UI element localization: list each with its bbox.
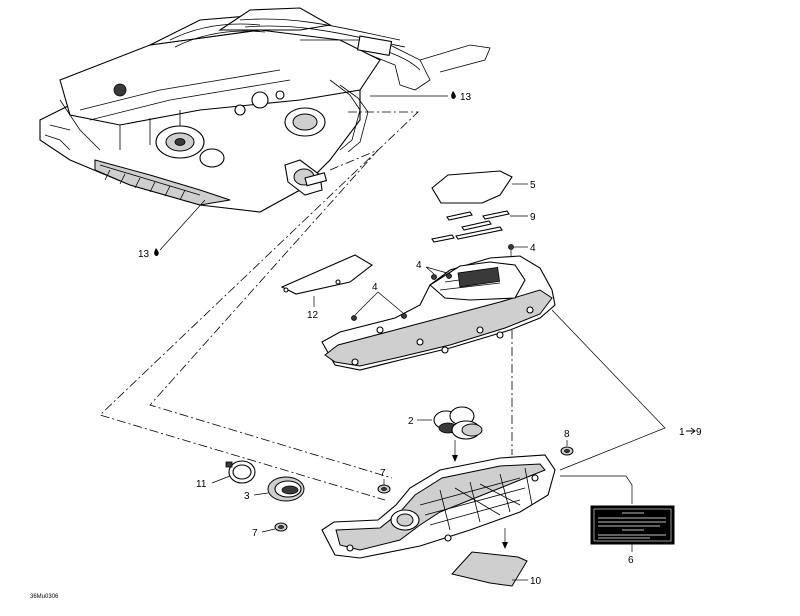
callout-1: 1 bbox=[679, 427, 685, 438]
callout-13a: 13 bbox=[460, 92, 472, 103]
part-7-nuts: 7 7 bbox=[252, 468, 391, 539]
belly-pan bbox=[321, 454, 556, 559]
callout-10: 10 bbox=[530, 576, 542, 587]
callout-9: 9 bbox=[530, 212, 536, 223]
callout-6: 6 bbox=[628, 555, 634, 566]
sealant-drop-icon bbox=[451, 91, 456, 99]
part-2-grommet: 2 bbox=[408, 406, 483, 462]
part-11-clamp: 11 bbox=[196, 460, 256, 490]
callout-11: 11 bbox=[196, 479, 207, 490]
callout-4b: 4 bbox=[416, 260, 422, 271]
part-3-boot: 3 bbox=[244, 476, 305, 502]
callout-7a: 7 bbox=[380, 468, 386, 479]
callout-8: 8 bbox=[564, 429, 570, 440]
callout-13-group: 13 13 bbox=[138, 91, 472, 260]
part-9-strips: 9 bbox=[431, 210, 536, 243]
callout-7b: 7 bbox=[252, 528, 258, 539]
part-4-screws: 4 4 4 bbox=[351, 243, 536, 321]
callout-2: 2 bbox=[408, 416, 414, 427]
engine-assembly bbox=[39, 7, 491, 213]
assembly-guide-lines bbox=[99, 111, 513, 501]
part-5-foam-pad: 5 bbox=[431, 170, 536, 204]
callout-4c: 4 bbox=[372, 282, 378, 293]
callout-1-range-end: 9 bbox=[696, 427, 702, 438]
part-6-warning-label: 6 bbox=[560, 475, 675, 566]
part-8-nut: 8 bbox=[560, 429, 574, 456]
drawing-code: 36Mu0306 bbox=[30, 594, 59, 600]
callout-4a: 4 bbox=[530, 243, 536, 254]
part-12-plate: 12 bbox=[280, 254, 373, 321]
callout-3: 3 bbox=[244, 491, 250, 502]
callout-13b: 13 bbox=[138, 249, 150, 260]
callout-12: 12 bbox=[307, 310, 319, 321]
part-10-pad: 10 bbox=[451, 528, 542, 587]
upper-body-module bbox=[321, 255, 556, 371]
callout-assembly-range: 1 9 bbox=[551, 309, 702, 471]
sealant-drop-icon bbox=[154, 248, 159, 256]
callout-5: 5 bbox=[530, 180, 536, 191]
